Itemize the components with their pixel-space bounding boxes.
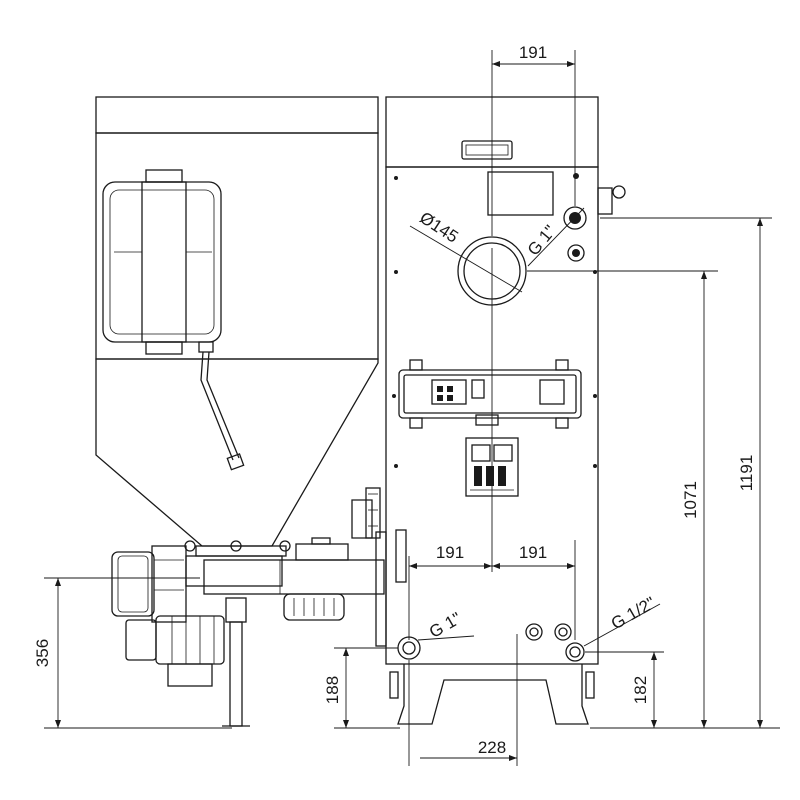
drain-offset-label: 228	[478, 738, 506, 757]
drain-height-label: 182	[631, 676, 650, 704]
flue-height-label: 1071	[681, 481, 700, 519]
flue-diameter-label: Ø145	[416, 208, 461, 247]
pellet-hopper	[95, 96, 379, 547]
bottom-right-spacing-label: 191	[519, 543, 547, 562]
top-pipe-spacing-label: 191	[519, 43, 547, 62]
bottom-left-spacing-label: 191	[436, 543, 464, 562]
side-flange	[375, 529, 407, 647]
boiler-base	[389, 664, 595, 725]
top-outlet-connection	[563, 173, 626, 262]
top-connection-label: G 1"	[524, 222, 560, 260]
drain-hose	[198, 341, 245, 471]
bottom-right-connection-label: G 1/2"	[608, 593, 659, 633]
control-panel	[398, 359, 582, 429]
outlet-height-label: 1191	[737, 455, 756, 492]
burner-assembly	[111, 487, 385, 727]
panel-screws	[392, 176, 597, 468]
bottom-connections	[397, 623, 585, 662]
dimension-arrows	[55, 61, 763, 761]
inlet-height-label: 188	[323, 676, 342, 704]
water-tank	[102, 169, 222, 355]
burner-height-label: 356	[33, 639, 52, 667]
